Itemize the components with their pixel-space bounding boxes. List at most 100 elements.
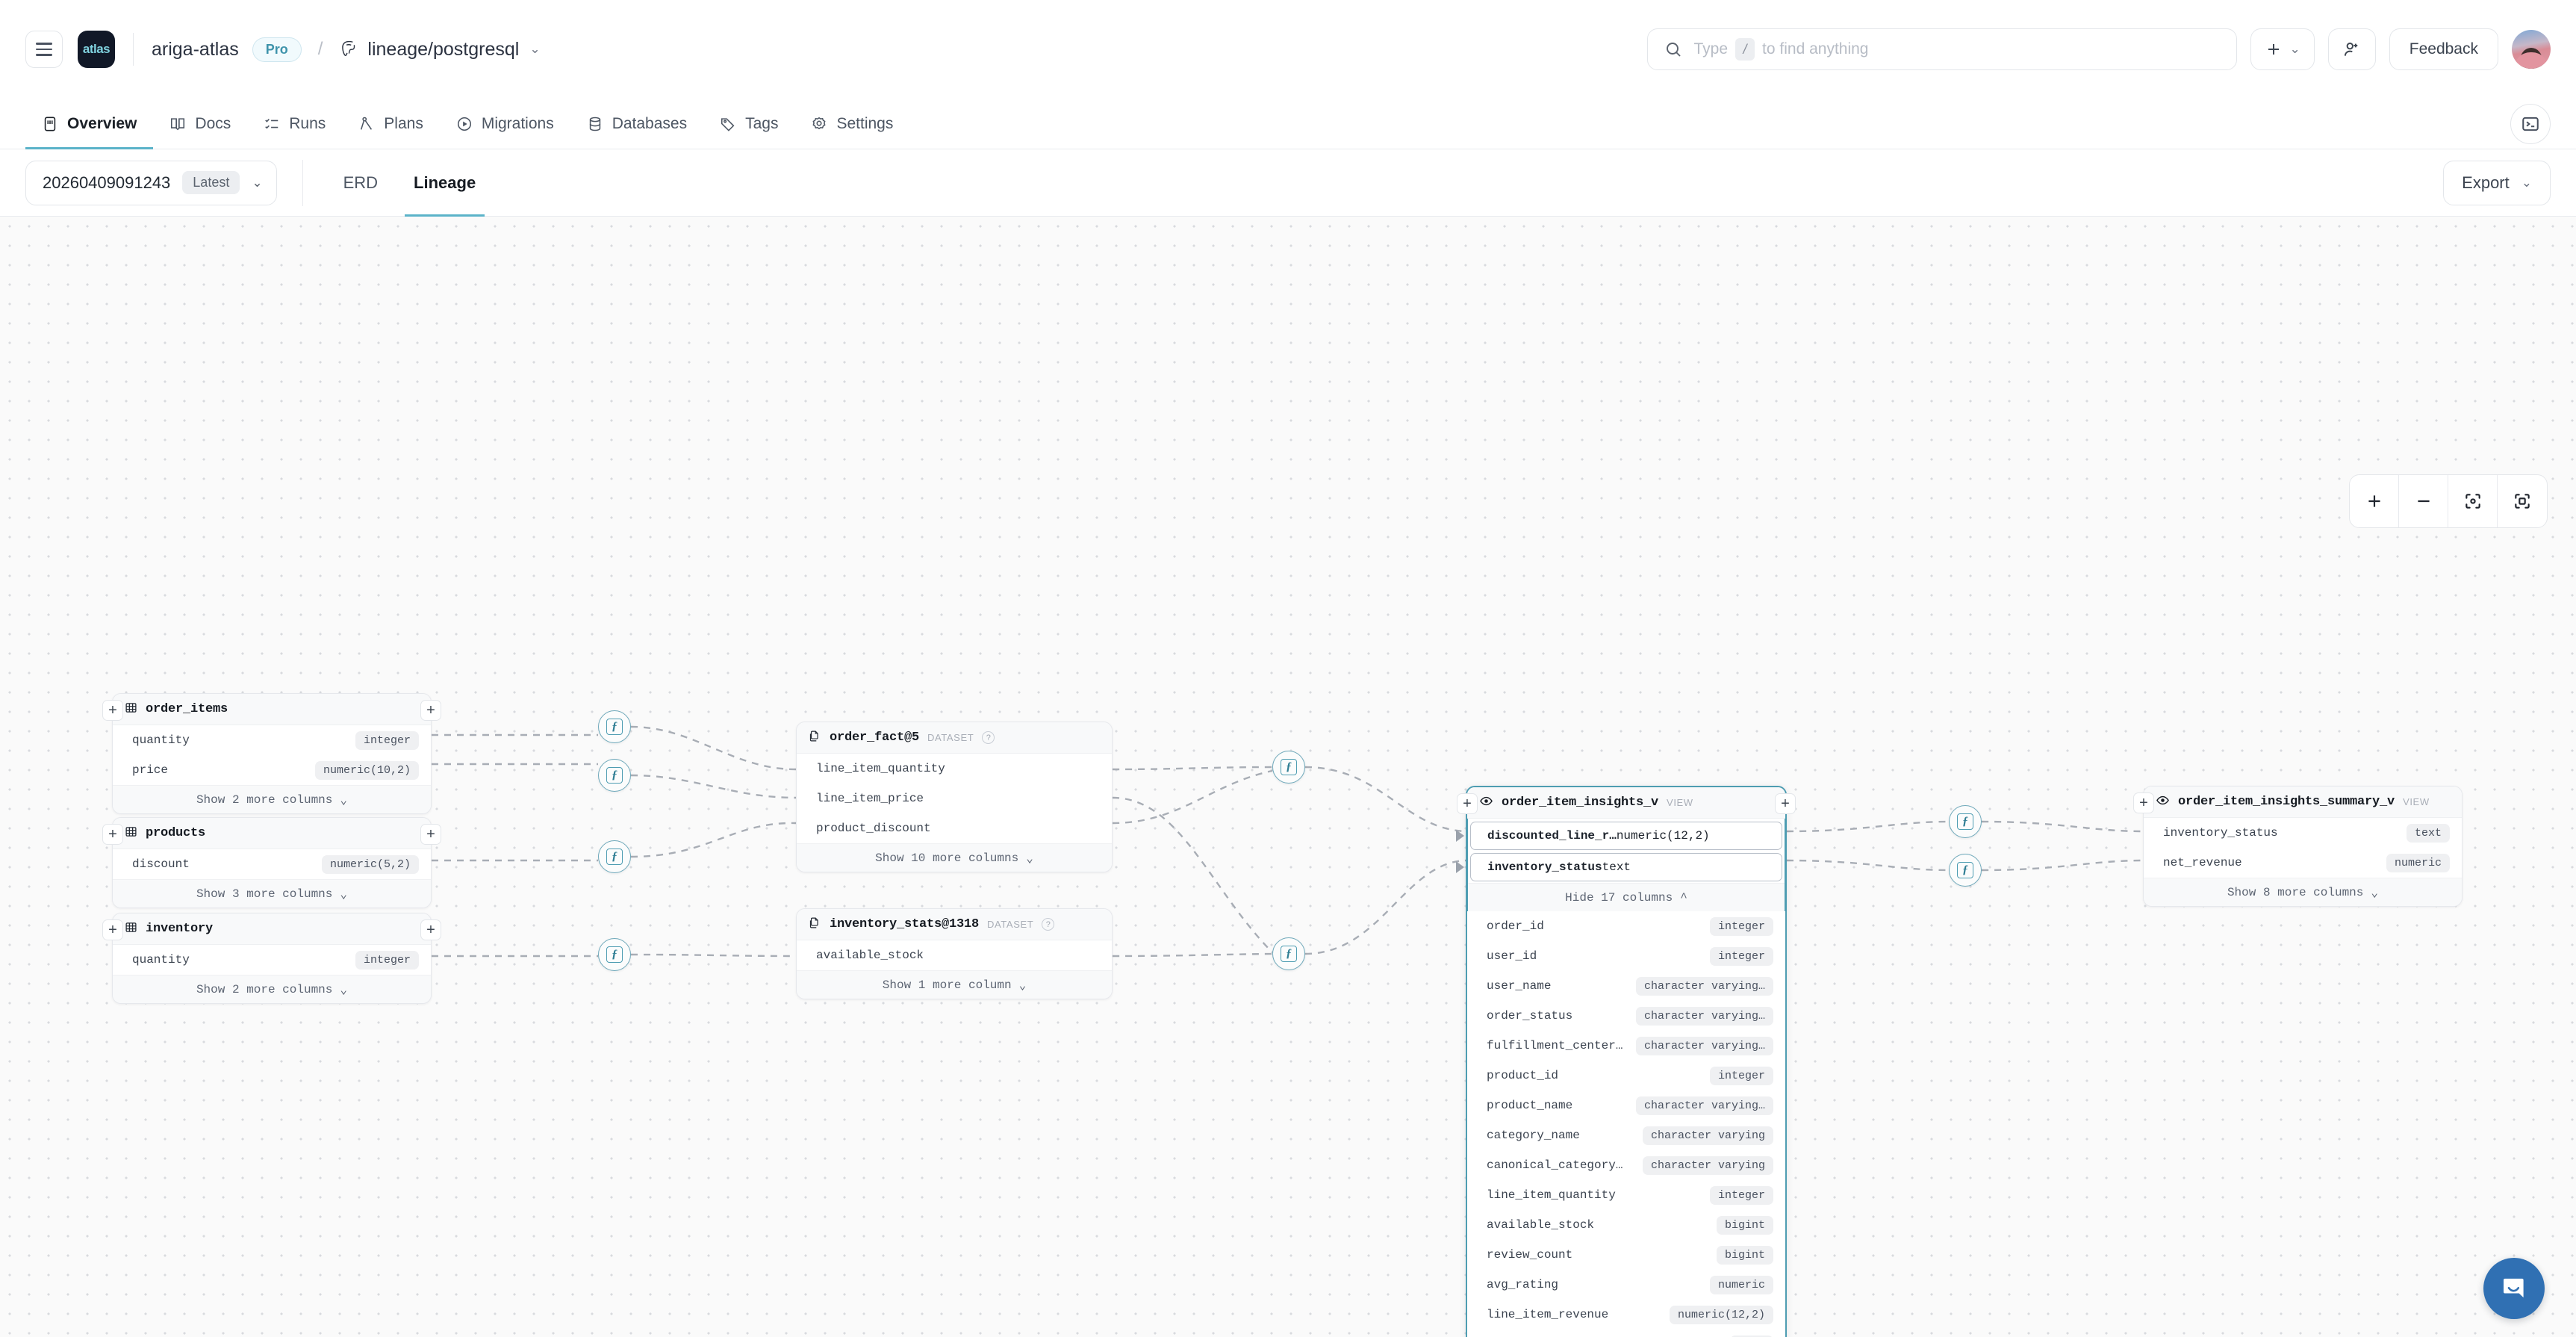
transform-fn-node[interactable]: ƒ (1949, 854, 1982, 887)
feedback-button[interactable]: Feedback (2389, 28, 2498, 70)
show-more-columns-toggle[interactable]: Show 2 more columns ⌄ (113, 785, 431, 813)
expand-downstream-button[interactable]: + (420, 919, 441, 940)
column-name: avg_rating (1487, 1278, 1559, 1291)
column-row[interactable]: line_item_quantity (797, 754, 1112, 784)
tab-lineage[interactable]: Lineage (396, 149, 494, 217)
nav-item-overview[interactable]: Overview (25, 99, 154, 149)
help-icon[interactable]: ? (1042, 918, 1055, 931)
transform-fn-node[interactable]: ƒ (598, 759, 631, 792)
expand-downstream-button[interactable]: + (420, 824, 441, 845)
chevron-down-icon: ⌄ (340, 887, 348, 902)
org-name[interactable]: ariga-atlas (152, 38, 239, 60)
expand-downstream-button[interactable]: + (420, 700, 441, 721)
show-more-columns-toggle[interactable]: Show 3 more columns ⌄ (113, 879, 431, 908)
show-more-columns-toggle[interactable]: Show 1 more column ⌄ (797, 970, 1112, 999)
chevron-down-icon[interactable]: ⌄ (529, 42, 541, 56)
show-more-columns-toggle[interactable]: Show 2 more columns ⌄ (113, 975, 431, 1003)
invite-user-button[interactable] (2327, 28, 2376, 70)
tags-icon (721, 117, 735, 131)
expand-upstream-button[interactable]: + (2133, 792, 2154, 813)
expand-upstream-button[interactable]: + (1457, 793, 1478, 814)
function-icon: ƒ (606, 849, 623, 865)
transform-fn-node[interactable]: ƒ (1272, 751, 1305, 784)
column-edge-handle (1456, 861, 1464, 873)
show-more-columns-toggle[interactable]: Show 10 more columns ⌄ (797, 843, 1112, 872)
search-suffix: to find anything (1762, 40, 1869, 58)
column-row[interactable]: line_item_price (797, 784, 1112, 813)
avatar[interactable] (2512, 30, 2551, 69)
zoom-out-button[interactable] (2399, 475, 2448, 527)
column-row[interactable]: fulfillment_center…character varying… (1467, 1031, 1785, 1061)
transform-fn-node[interactable]: ƒ (598, 840, 631, 873)
expand-upstream-button[interactable]: + (102, 700, 123, 721)
expand-upstream-button[interactable]: + (102, 919, 123, 940)
transform-fn-node[interactable]: ƒ (1272, 937, 1305, 970)
tab-erd[interactable]: ERD (343, 173, 379, 192)
search-input[interactable]: Type / to find anything (1646, 28, 2237, 70)
nav-item-migrations[interactable]: Migrations (440, 99, 570, 149)
version-selector[interactable]: 20260409091243 Latest ⌄ (25, 160, 277, 205)
column-row[interactable]: product_discount (797, 813, 1112, 843)
transform-fn-node[interactable]: ƒ (1949, 805, 1982, 838)
project-name[interactable]: lineage/postgresql (367, 38, 520, 60)
atlas-logo[interactable]: atlas (78, 31, 115, 68)
terminal-button[interactable] (2510, 103, 2551, 144)
export-button[interactable]: Export ⌄ (2443, 160, 2551, 205)
function-icon: ƒ (606, 719, 623, 735)
hamburger-icon[interactable] (25, 31, 63, 68)
node-kind-badge: DATASET (987, 919, 1034, 930)
add-button[interactable]: ⌄ (2250, 28, 2315, 70)
show-more-columns-toggle[interactable]: Show 8 more columns ⌄ (2144, 878, 2462, 906)
transform-fn-node[interactable]: ƒ (598, 710, 631, 743)
expand-upstream-button[interactable]: + (102, 824, 123, 845)
nav-item-docs[interactable]: Docs (153, 99, 247, 149)
nav-item-settings[interactable]: Settings (794, 99, 909, 149)
column-row[interactable]: available_stock (797, 940, 1112, 970)
chat-button[interactable] (2483, 1258, 2545, 1319)
chevron-down-icon: ⌄ (2521, 175, 2532, 190)
fit-view-button[interactable] (2448, 475, 2498, 527)
help-icon[interactable]: ? (982, 731, 995, 744)
nav-item-plans[interactable]: Plans (342, 99, 440, 149)
column-row[interactable]: canonical_category…character varying (1467, 1150, 1785, 1180)
expand-downstream-button[interactable]: + (1775, 793, 1796, 814)
column-row[interactable]: discounted_line_r…numeric(12,2) (1456, 822, 1782, 850)
transform-fn-node[interactable]: ƒ (598, 938, 631, 971)
column-type: numeric (2386, 853, 2450, 872)
nav-item-tags[interactable]: Tags (703, 99, 794, 149)
nav-item-databases[interactable]: Databases (570, 99, 703, 149)
nav-item-runs[interactable]: Runs (247, 99, 342, 149)
zoom-in-button[interactable] (2350, 475, 2399, 527)
node-title: order_item_insights_v (1502, 795, 1659, 810)
column-row[interactable]: review_bandtext (1467, 1330, 1785, 1337)
fit-screen-button[interactable] (2498, 475, 2547, 527)
hide-columns-toggle[interactable]: Hide 17 columns ^ (1467, 883, 1785, 911)
